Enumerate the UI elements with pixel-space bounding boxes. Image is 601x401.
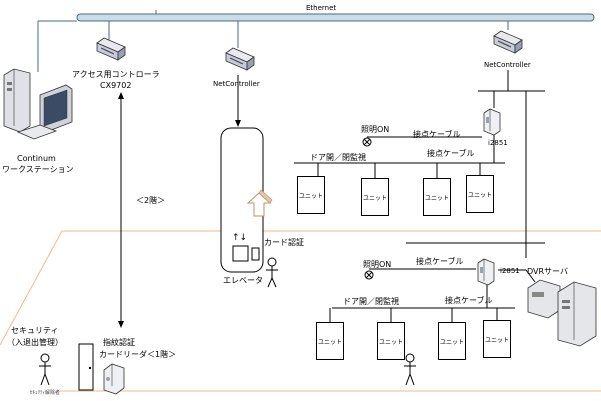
fingerprint-reader-icon bbox=[103, 363, 125, 395]
contact-cable-1-label: 接点ケーブル bbox=[413, 130, 461, 139]
access-controller-icon bbox=[96, 37, 126, 61]
elevator-person-icon bbox=[266, 257, 278, 288]
elevator-arrows: ↑↓ bbox=[232, 233, 248, 243]
card-auth-label: カード認証 bbox=[264, 238, 304, 247]
unit-bottom-1: ユニット bbox=[316, 322, 344, 360]
floor-2-label: ＜2階＞ bbox=[136, 196, 166, 205]
unit-top-3: ユニット bbox=[423, 178, 451, 216]
net-controller-right-label: NetController bbox=[484, 61, 531, 69]
security-sublabel: （入退出管理） bbox=[7, 338, 63, 347]
security-person-icon bbox=[39, 353, 51, 386]
i2851-top-label: i2851 bbox=[488, 139, 508, 147]
net-controller-center-label: NetController bbox=[213, 80, 260, 88]
door-monitor-top-label: ドア開／閉監視 bbox=[310, 153, 366, 162]
access-controller-label: アクセス用コントローラ bbox=[72, 70, 160, 79]
unit-person-icon bbox=[404, 353, 416, 386]
unit-bottom-2: ユニット bbox=[377, 322, 405, 360]
security-label: セキュリティ bbox=[11, 326, 59, 335]
i2851-top-icon bbox=[483, 108, 501, 136]
security-person-caption: ｾｷｭﾘﾃｨ解除者 bbox=[30, 390, 61, 396]
workstation-sublabel: ワークステーション bbox=[2, 165, 74, 174]
net-controller-right-icon bbox=[493, 30, 523, 54]
dvr-server-icon bbox=[527, 279, 597, 347]
unit-bottom-3: ユニット bbox=[438, 322, 466, 360]
access-controller-model: CX9702 bbox=[100, 81, 132, 90]
lighting-on-bottom-label: 照明ON bbox=[363, 260, 392, 269]
ethernet-bus bbox=[76, 13, 595, 22]
contact-cable-4-label: 接点ケーブル bbox=[445, 296, 493, 305]
reader-sublabel: カードリーダ＜1階＞ bbox=[99, 350, 177, 359]
i2851-bottom-icon bbox=[477, 258, 495, 286]
net-controller-center-icon bbox=[225, 47, 255, 71]
unit-top-1: ユニット bbox=[297, 176, 325, 214]
contact-cable-3-label: 接点ケーブル bbox=[416, 257, 464, 266]
contact-cable-2-label: 接点ケーブル bbox=[427, 149, 475, 158]
floor-divider-diagonal bbox=[0, 230, 63, 346]
reader-label: 指紋認証 bbox=[103, 338, 135, 347]
dvr-label: DVRサーバ bbox=[527, 267, 568, 276]
i2851-bottom-label: i2851 bbox=[500, 267, 520, 275]
ethernet-label: Ethernet bbox=[306, 4, 337, 12]
elevator-label: エレベータ bbox=[223, 276, 263, 285]
unit-top-4: ユニット bbox=[466, 175, 494, 213]
unit-bottom-4: ユニット bbox=[483, 320, 511, 358]
workstation-label: Continum bbox=[17, 154, 56, 163]
door-monitor-bottom-label: ドア開／閉監視 bbox=[343, 297, 399, 306]
lighting-on-top-label: 照明ON bbox=[361, 125, 390, 134]
unit-top-2: ユニット bbox=[361, 178, 389, 216]
workstation-icon bbox=[3, 68, 73, 140]
